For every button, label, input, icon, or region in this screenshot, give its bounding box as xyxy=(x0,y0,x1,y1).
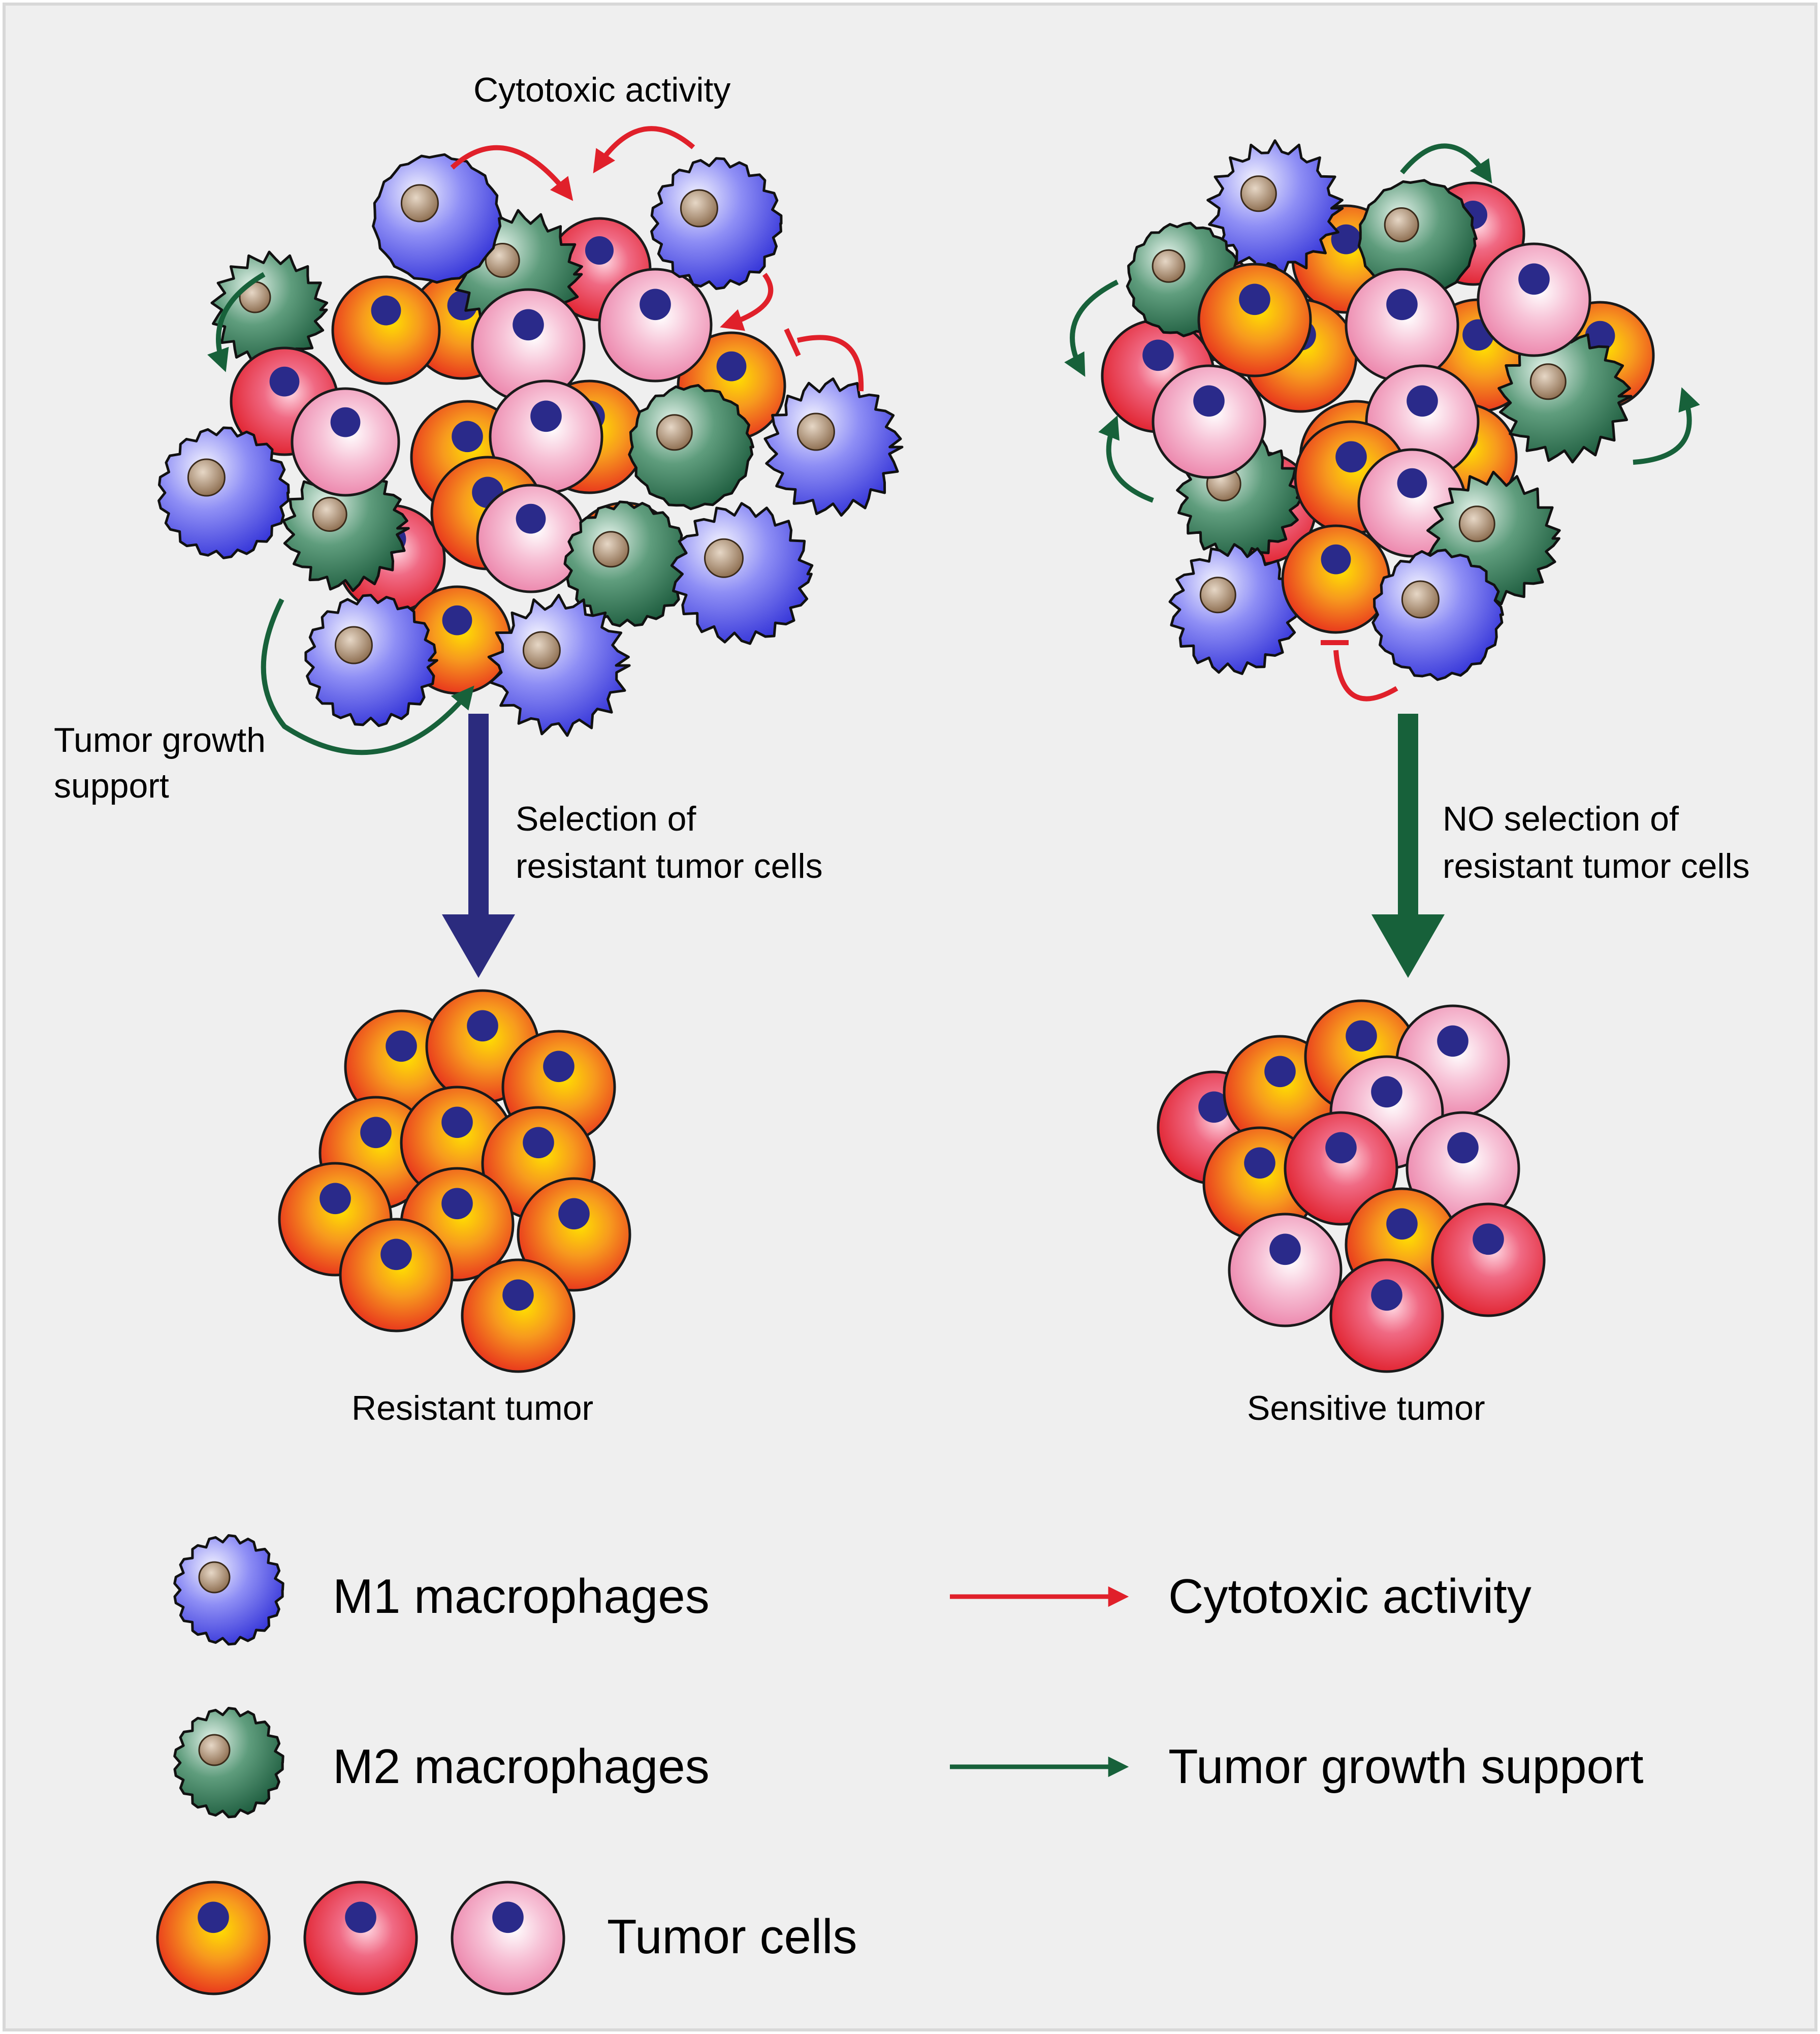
support-arrow-2 xyxy=(261,598,474,755)
support-arrow-3 xyxy=(1400,143,1492,184)
sensitive-tumor-cell xyxy=(1431,1202,1546,1317)
sensitive-tumor-cell xyxy=(1228,1213,1343,1327)
no-selection-label: NO selection of xyxy=(1443,800,1679,838)
resistant-tumor-cell xyxy=(517,1177,631,1292)
no-selection-arrow xyxy=(1371,714,1445,978)
m1-macrophage xyxy=(372,153,503,284)
legend-tumor-cells-label: Tumor cells xyxy=(607,1910,857,1964)
tumor-cell-o xyxy=(1281,524,1391,634)
sensitive-tumor-cell xyxy=(1406,1111,1520,1226)
legend-m2-label: M2 macrophages xyxy=(333,1739,710,1794)
cytotoxic-arrow-1 xyxy=(450,145,573,201)
m1-macrophage xyxy=(157,426,290,559)
sensitive-tumor-cell xyxy=(1284,1111,1398,1226)
m1-macrophage xyxy=(1168,543,1301,675)
m1-macrophage xyxy=(487,593,631,737)
support-arrow-4 xyxy=(1064,279,1119,377)
sensitive-tumor-cell xyxy=(1329,1258,1444,1373)
tumor-cell-o xyxy=(1197,263,1312,377)
legend-tumor-pink-icon xyxy=(451,1881,565,1995)
m1-macrophage xyxy=(763,377,904,517)
cytotoxic-inhibition-1 xyxy=(796,335,864,392)
tumor-growth-support-label-2: support xyxy=(54,767,169,805)
m1-macrophage xyxy=(650,157,783,290)
legend-tumor-orange-icon xyxy=(156,1881,271,1995)
tumor-cell-p xyxy=(471,288,586,403)
selection-arrow xyxy=(442,714,515,978)
m2-macrophage xyxy=(282,464,410,592)
m1-macrophage xyxy=(304,594,438,727)
m2-macrophage xyxy=(563,500,691,627)
tumor-cell-o xyxy=(331,275,441,385)
tumor-cell-p xyxy=(291,387,400,497)
m1-macrophage xyxy=(1371,549,1504,681)
legend-m1-icon xyxy=(173,1534,284,1646)
tumor-cell-p xyxy=(1345,268,1459,383)
resistant-tumor-cell xyxy=(339,1218,454,1332)
cytotoxic-inhibition-2 xyxy=(1333,650,1398,702)
tumor-growth-support-label: Tumor growth xyxy=(54,721,266,759)
resistant-tumor-label: Resistant tumor xyxy=(352,1389,593,1427)
tumor-cell-p xyxy=(598,268,713,383)
tumor-cell-p xyxy=(1152,364,1266,479)
cytotoxic-activity-label: Cytotoxic activity xyxy=(473,71,730,109)
resistant-tumor-cell xyxy=(461,1258,576,1373)
support-arrow-1 xyxy=(207,272,266,372)
support-arrow-5 xyxy=(1098,415,1154,503)
m1-macrophage xyxy=(1206,139,1344,277)
support-arrow-6 xyxy=(1633,387,1700,465)
inhibition-bar-1 xyxy=(784,328,801,357)
selection-label-2: resistant tumor cells xyxy=(516,847,823,885)
no-selection-label-2: resistant tumor cells xyxy=(1443,847,1750,885)
m1-macrophage xyxy=(670,502,814,645)
legend-m1-label: M1 macrophages xyxy=(333,1569,710,1624)
selection-label: Selection of xyxy=(516,800,696,838)
cytotoxic-arrow-2 xyxy=(593,126,695,174)
legend-m2-icon xyxy=(173,1707,284,1819)
cytotoxic-arrow-3 xyxy=(720,273,774,331)
m2-macrophage xyxy=(628,384,754,511)
m2-macrophage xyxy=(1357,179,1478,299)
legend-tumor-red-icon xyxy=(303,1881,418,1995)
legend-support-label: Tumor growth support xyxy=(1168,1739,1643,1794)
tumor-cell-p xyxy=(1477,242,1591,357)
m2-macrophage xyxy=(1497,329,1633,464)
sensitive-tumor-label: Sensitive tumor xyxy=(1247,1389,1485,1427)
legend-cytotoxic-label: Cytotoxic activity xyxy=(1168,1569,1531,1624)
